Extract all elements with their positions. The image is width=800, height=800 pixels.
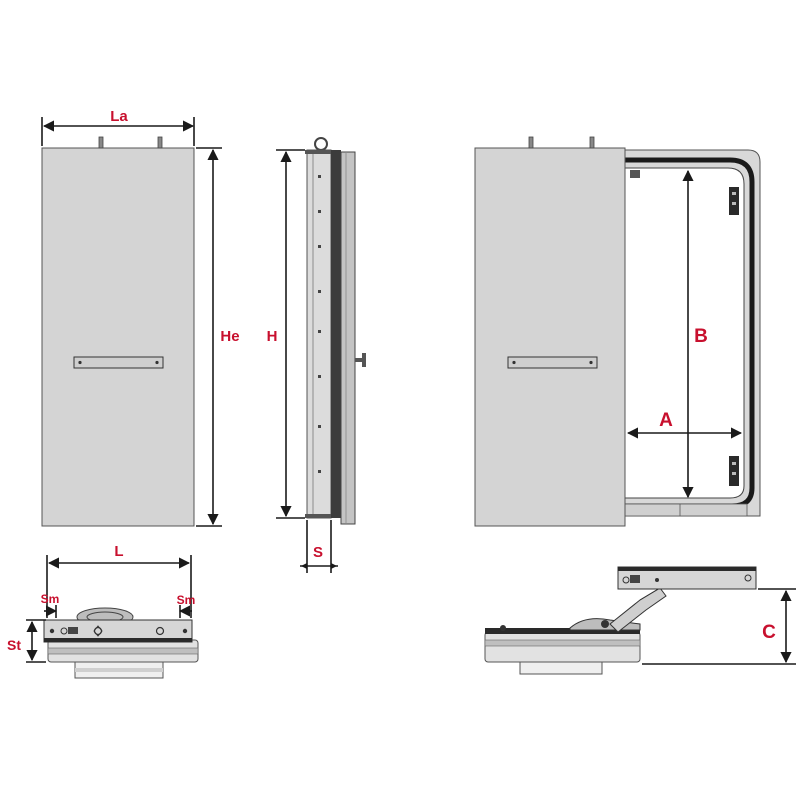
front-handle <box>73 356 164 369</box>
label-st: St <box>7 637 21 653</box>
open-view: B A <box>474 136 761 527</box>
open-hinge-top <box>729 187 739 215</box>
label-h: H <box>267 328 278 345</box>
side-lifting-eye <box>314 137 328 151</box>
label-la: La <box>110 108 128 125</box>
open-hinge-bottom <box>729 456 739 486</box>
label-he: He <box>220 328 239 345</box>
open-door-panel <box>474 147 626 527</box>
front-door-panel <box>41 147 195 527</box>
label-a: A <box>659 410 673 431</box>
label-sm-left: Sm <box>41 592 60 606</box>
label-s: S <box>313 544 323 561</box>
side-frame <box>306 149 332 519</box>
side-view: H S <box>267 137 366 573</box>
label-sm-right: Sm <box>177 593 196 607</box>
top-open-foot <box>519 661 603 675</box>
open-top-pins <box>528 136 595 149</box>
top-open-view: C <box>484 566 796 675</box>
front-view: La He <box>41 108 240 527</box>
side-flange <box>340 151 356 525</box>
label-l: L <box>114 543 123 560</box>
top-view: L Sm Sm St <box>7 543 199 679</box>
label-c: C <box>762 622 776 643</box>
side-handle-knob <box>355 358 363 362</box>
label-b: B <box>694 326 708 347</box>
side-gasket <box>331 150 341 518</box>
side-bolts <box>318 175 321 473</box>
open-frame-opening <box>624 167 745 499</box>
open-handle <box>507 356 598 369</box>
top-open-base <box>484 631 641 663</box>
front-top-pins <box>98 136 163 149</box>
